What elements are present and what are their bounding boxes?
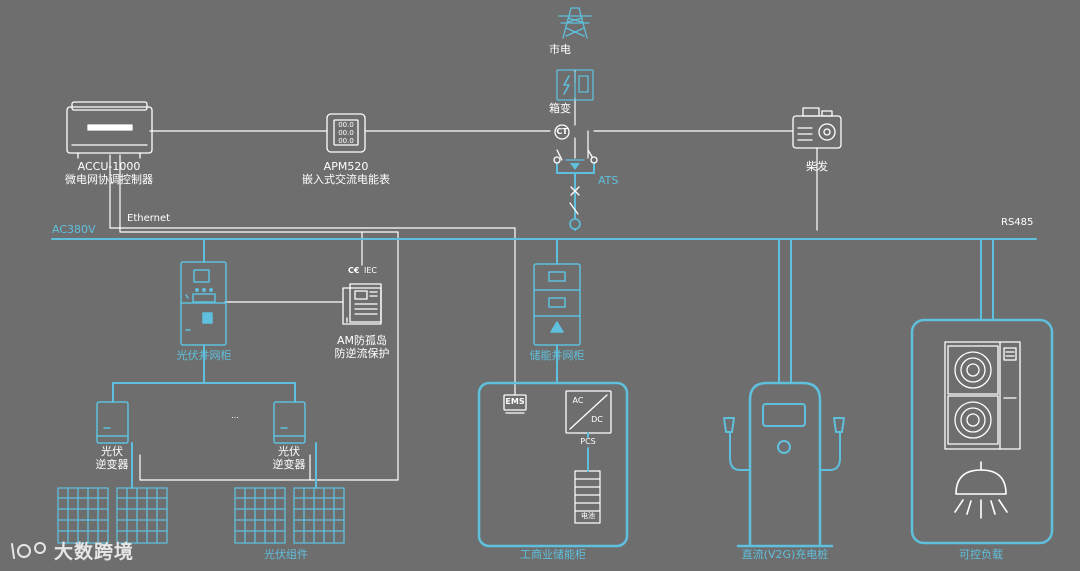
watermark-logo-icon	[11, 542, 46, 559]
controller-name: 微电网协调控制器	[65, 173, 153, 186]
anti-islanding-line2: 防逆流保护	[334, 347, 390, 360]
pv-inverter-icon	[96, 401, 129, 444]
controllable-load-icon	[910, 318, 1054, 545]
meter-model: APM520	[323, 160, 369, 173]
diesel-generator-icon	[792, 107, 842, 149]
ac-bus-label: AC380V	[52, 223, 96, 236]
meter-screen-1: 00.0	[338, 121, 354, 129]
pv-panel-icon	[293, 487, 345, 544]
ev-charger-label: 直流(V2G)充电桩	[741, 548, 829, 561]
diesel-generator-label: 柴发	[806, 160, 828, 173]
box-transformer-label: 箱变	[549, 102, 571, 115]
meter-screen-3: 00.0	[338, 137, 354, 145]
ce-mark-icon: C€	[348, 266, 360, 275]
ats-label: ATS	[598, 174, 619, 187]
anti-islanding-line1: AM防孤岛	[336, 334, 387, 347]
meter-name: 嵌入式交流电能表	[302, 173, 390, 186]
transformer-box-icon	[556, 69, 594, 101]
protection-device-icon	[342, 283, 382, 325]
grid-label: 市电	[549, 43, 571, 56]
ev-charger-icon	[723, 381, 845, 548]
energy-meter-icon	[326, 113, 366, 153]
ems-box-icon	[503, 394, 527, 414]
dc-label: DC	[591, 415, 603, 424]
meter-screen-2: 00.0	[338, 129, 354, 137]
controllable-load-label: 可控负载	[959, 548, 1003, 561]
pcs-label: PCS	[580, 437, 596, 446]
pv-modules-label: 光伏组件	[264, 548, 308, 561]
pv-panel-icon	[116, 487, 168, 544]
iec-label: IEC	[364, 266, 377, 275]
inverter-1-line1: 光伏	[101, 445, 123, 458]
ethernet-label: Ethernet	[127, 213, 171, 224]
inverter-2-line2: 逆变器	[272, 458, 306, 471]
storage-grid-cabinet-icon	[533, 263, 581, 346]
ac-label: AC	[572, 396, 584, 405]
pv-grid-cabinet-icon	[180, 261, 227, 346]
ac-bus-wires	[51, 159, 1037, 489]
pv-panel-icon	[234, 487, 286, 544]
battery-rack-icon	[574, 432, 601, 524]
inverter-1-line2: 逆变器	[95, 458, 129, 471]
white-wires	[109, 69, 818, 481]
controller-device-icon	[66, 101, 153, 159]
storage-cabinet-icon	[477, 381, 629, 548]
watermark-text: 大数跨境	[54, 541, 135, 563]
rs485-label: RS485	[1001, 217, 1034, 228]
controller-model: ACCU-1000	[77, 160, 141, 173]
pv-cabinet-label: 光伏并网柜	[176, 349, 232, 362]
ct-icon	[554, 124, 570, 140]
battery-label: 电池	[581, 512, 595, 520]
inverter-2-line1: 光伏	[278, 445, 300, 458]
ems-label: EMS	[505, 397, 525, 406]
inverter-ellipsis: ...	[231, 411, 239, 420]
storage-grid-cabinet-label: 储能并网柜	[529, 349, 585, 362]
pv-inverter-icon	[273, 401, 306, 444]
fan-unit-icon	[944, 341, 1021, 450]
pv-panel-icon	[57, 487, 109, 544]
lamp-icon	[954, 461, 1008, 519]
power-tower-icon	[558, 7, 592, 39]
ats-switch-icon	[553, 149, 598, 230]
ct-label: CT	[556, 127, 568, 136]
storage-cabinet-label: 工商业储能柜	[520, 548, 586, 561]
